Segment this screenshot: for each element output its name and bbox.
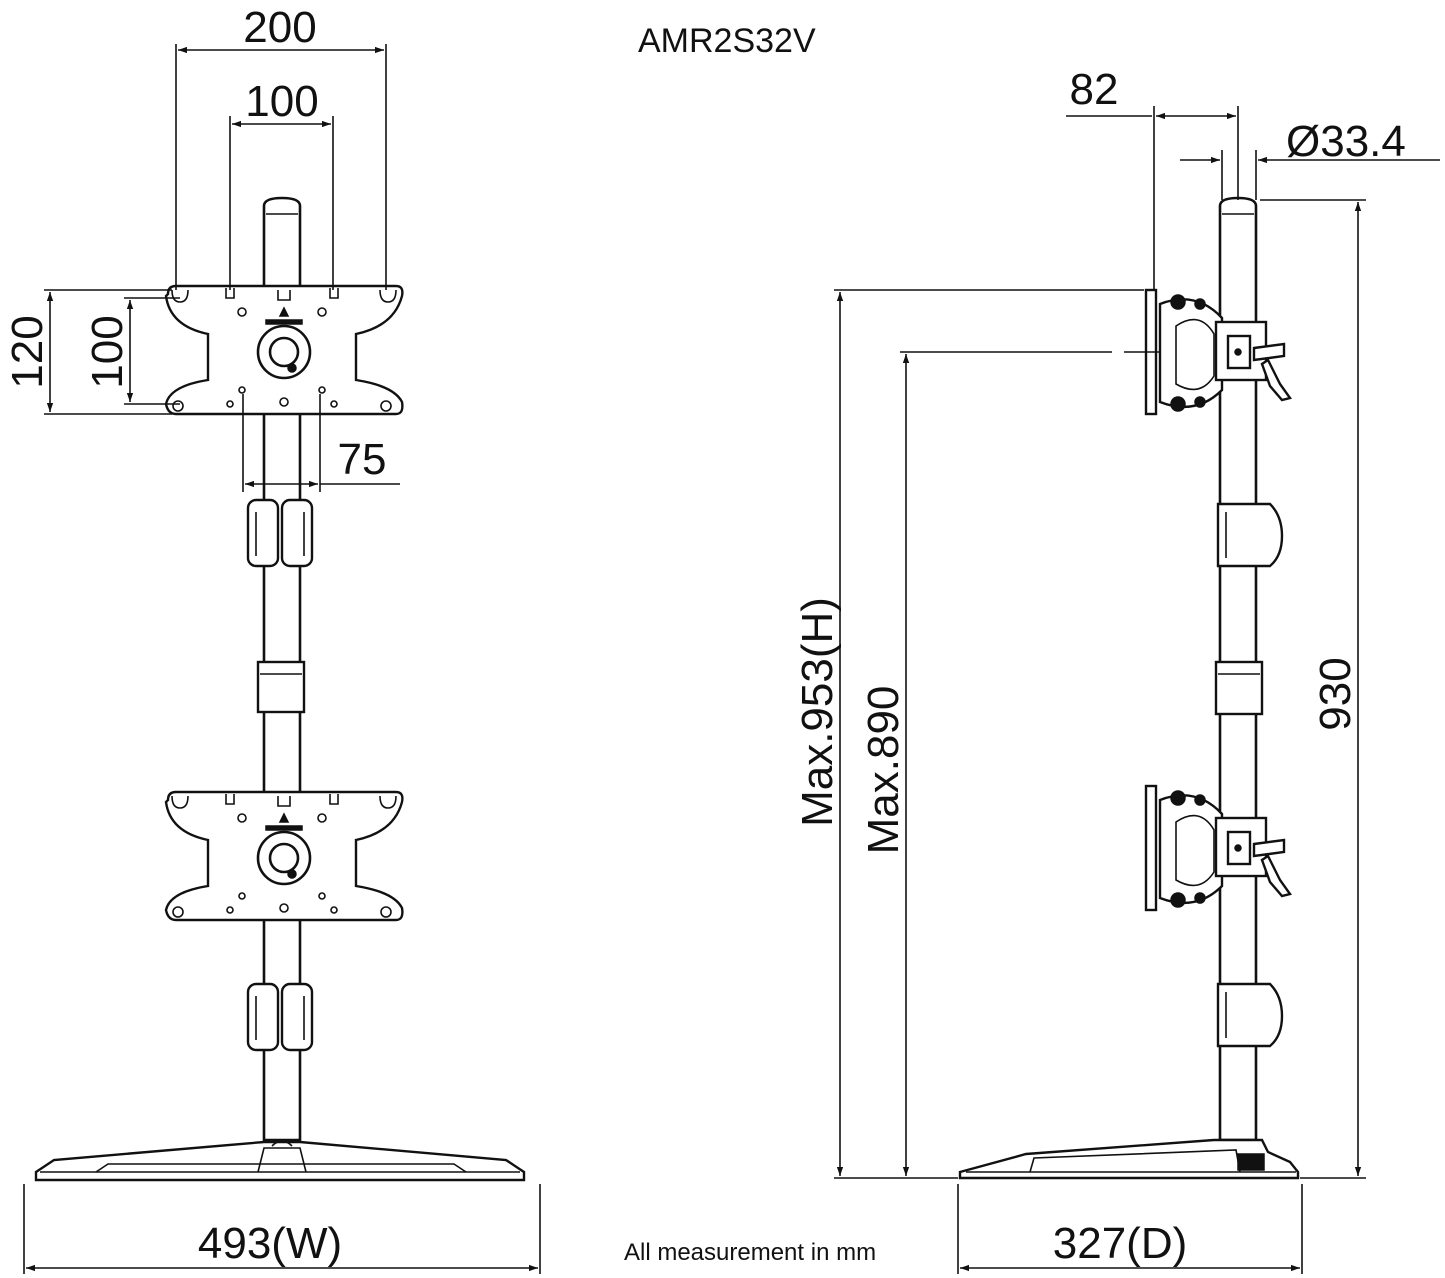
dim-pole-diameter: Ø33.4: [1286, 117, 1406, 166]
dim-pole-height: 930: [1311, 657, 1360, 730]
measurement-note: All measurement in mm: [624, 1239, 876, 1266]
model-title: AMR2S32V: [638, 22, 816, 60]
dim-max-height: Max.953(H): [793, 597, 842, 827]
dim-vesa-inner-width: 100: [245, 77, 318, 126]
dim-arm-offset: 82: [1070, 65, 1119, 114]
dim-vesa-small: 75: [338, 435, 387, 484]
dim-vesa-outer-width: 200: [243, 3, 316, 52]
dimension-lines: [23, 44, 1440, 1274]
side-view: [958, 196, 1300, 1180]
dim-base-depth: 327(D): [1053, 1219, 1188, 1268]
dim-vesa-outer-height: 120: [3, 315, 52, 388]
dim-vesa-inner-height: 100: [83, 315, 132, 388]
dim-base-width: 493(W): [198, 1219, 342, 1268]
dim-max-mount-height: Max.890: [859, 686, 908, 855]
front-view: [34, 196, 526, 1182]
